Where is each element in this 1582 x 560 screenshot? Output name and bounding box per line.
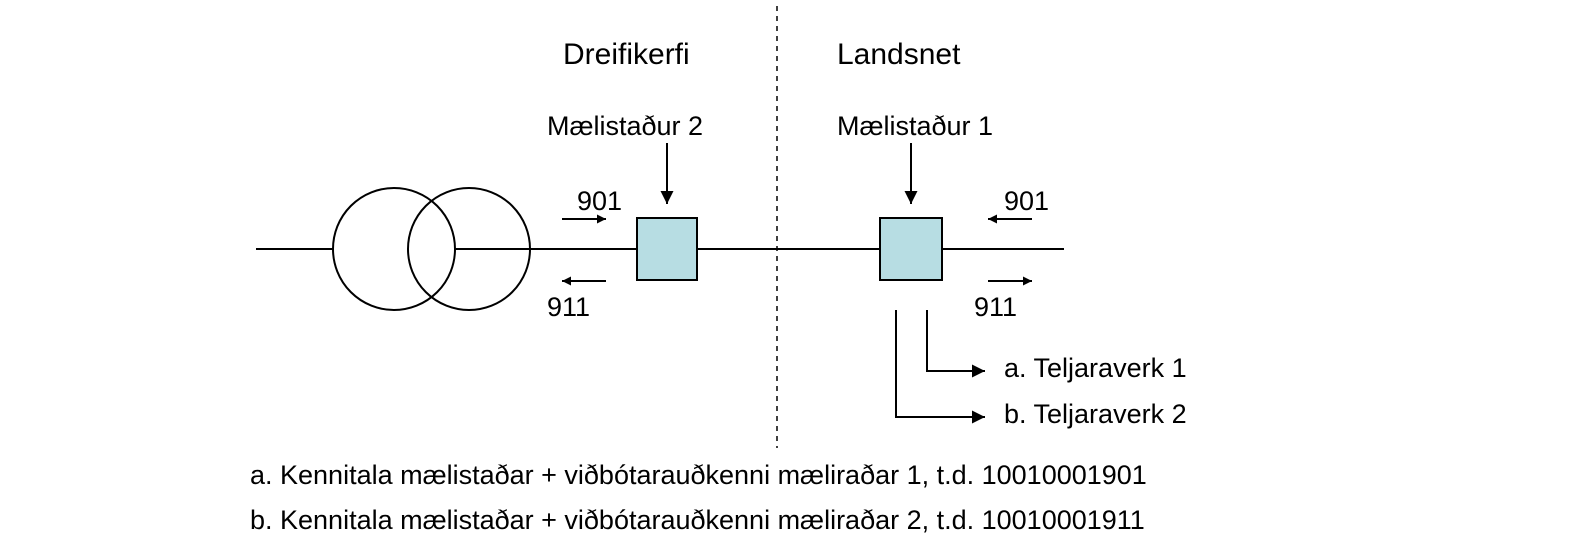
meter-label-left: Mælistaður 2 bbox=[547, 111, 703, 141]
meter-box-right bbox=[879, 217, 943, 281]
register-label-a: a. Teljaraverk 1 bbox=[1004, 353, 1187, 383]
register-connector-b bbox=[895, 310, 985, 424]
footnote-b: b. Kennitala mælistaðar + viðbótarauðken… bbox=[250, 505, 1145, 535]
flow-label-left-901: 901 bbox=[577, 186, 622, 216]
register-connector-a bbox=[926, 310, 985, 378]
footnote-a: a. Kennitala mælistaðar + viðbótarauðken… bbox=[250, 460, 1147, 490]
register-label-b: b. Teljaraverk 2 bbox=[1004, 399, 1187, 429]
region-title-transmission: Landsnet bbox=[837, 38, 961, 71]
meter-label-right: Mælistaður 1 bbox=[837, 111, 993, 141]
flow-label-right-911: 911 bbox=[974, 292, 1017, 322]
transformer-symbol bbox=[332, 187, 531, 311]
region-title-distribution: Dreifikerfi bbox=[563, 38, 690, 71]
meter-box-left bbox=[636, 217, 698, 281]
flow-label-left-911: 911 bbox=[547, 292, 590, 322]
flow-label-right-901: 901 bbox=[1004, 186, 1049, 216]
